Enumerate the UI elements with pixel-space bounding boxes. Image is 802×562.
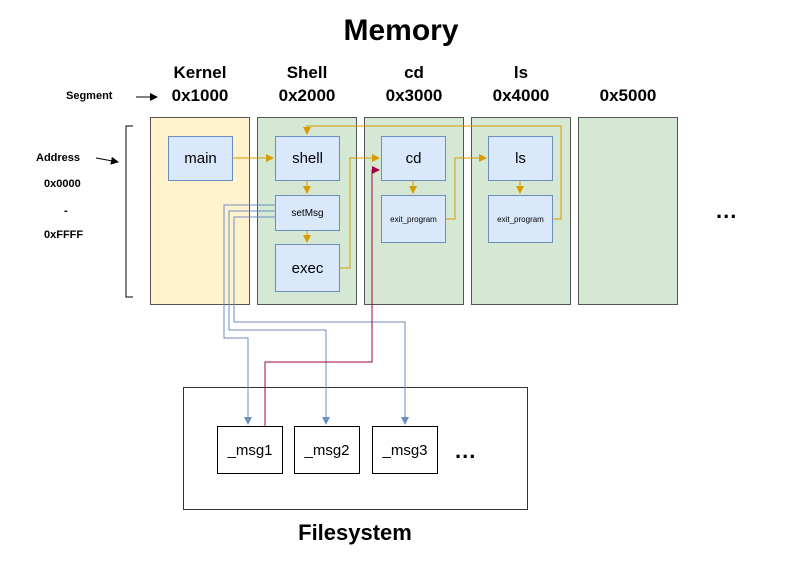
ls-exit-return-arrow bbox=[303, 125, 562, 220]
ls-box: ls bbox=[488, 136, 553, 181]
filesystem-ellipsis: ... bbox=[455, 438, 477, 463]
filesystem-label: Filesystem bbox=[298, 520, 412, 545]
file-msg3: _msg3 bbox=[372, 426, 438, 474]
setmsg-to-msg2-arrow bbox=[228, 210, 330, 425]
segment-label: Segment bbox=[66, 90, 113, 102]
segment-addr-shell: 0x2000 bbox=[278, 86, 336, 105]
orange-flow-arrows bbox=[233, 125, 562, 269]
cd-exit-program-box: exit_program bbox=[381, 195, 446, 243]
shell-box: shell bbox=[275, 136, 340, 181]
setmsg-to-msg3-arrow bbox=[233, 216, 409, 425]
cd-box: cd bbox=[381, 136, 446, 181]
cd-exit-to-ls-arrow bbox=[446, 154, 487, 220]
memory-title: Memory bbox=[343, 14, 459, 47]
segment-name-ls: ls bbox=[513, 63, 529, 82]
memory-ellipsis: ... bbox=[716, 198, 738, 223]
exec-box: exec bbox=[275, 244, 340, 292]
setmsg-box: setMsg bbox=[275, 195, 340, 231]
segment-addr-5000: 0x5000 bbox=[599, 86, 657, 105]
segment-name-kernel: Kernel bbox=[173, 63, 227, 82]
address-end: 0xFFFF bbox=[44, 229, 84, 241]
segment-addr-cd: 0x3000 bbox=[385, 86, 443, 105]
address-pointer-arrow bbox=[95, 156, 119, 165]
blue-flow-arrows bbox=[223, 204, 409, 425]
address-start: 0x0000 bbox=[44, 178, 81, 190]
segment-0x5000 bbox=[578, 117, 678, 305]
exec-to-cd-arrow bbox=[340, 154, 380, 269]
segment-name-shell: Shell bbox=[286, 63, 328, 82]
filesystem-frame bbox=[183, 387, 528, 510]
ls-exit-program-box: exit_program bbox=[488, 195, 553, 243]
setmsg-to-msg1-arrow bbox=[223, 204, 275, 425]
msg1-to-cd-arrow bbox=[264, 166, 380, 426]
file-msg1: _msg1 bbox=[217, 426, 283, 474]
address-bracket bbox=[125, 125, 133, 298]
address-dash: - bbox=[64, 205, 68, 217]
segment-name-cd: cd bbox=[404, 63, 424, 82]
main-box: main bbox=[168, 136, 233, 181]
segment-addr-kernel: 0x1000 bbox=[171, 86, 229, 105]
segment-addr-ls: 0x4000 bbox=[492, 86, 550, 105]
file-msg2: _msg2 bbox=[294, 426, 360, 474]
address-label: Address bbox=[36, 152, 81, 164]
